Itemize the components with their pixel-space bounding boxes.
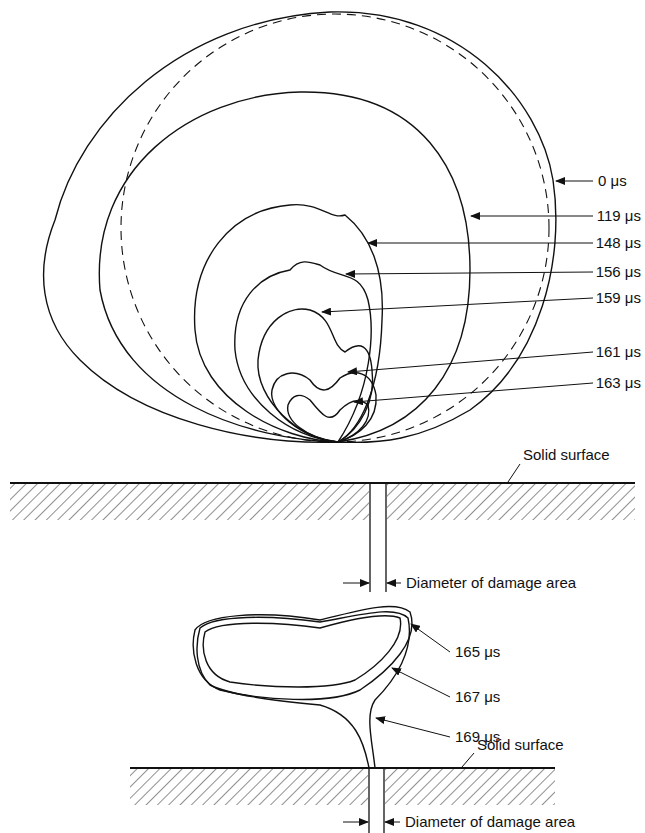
time-label: 156 μs xyxy=(596,263,641,281)
time-label: 159 μs xyxy=(596,289,641,307)
time-label: 163 μs xyxy=(596,374,641,392)
time-label: 167 μs xyxy=(455,688,500,706)
time-label: 148 μs xyxy=(596,234,641,252)
time-label: 0 μs xyxy=(598,172,627,190)
surface-label: Solid surface xyxy=(523,446,610,464)
time-label: 165 μs xyxy=(455,643,500,661)
damage-label: Diameter of damage area xyxy=(406,574,576,592)
time-label: 119 μs xyxy=(597,207,641,225)
time-label: 161 μs xyxy=(596,343,641,361)
damage-label: Diameter of damage area xyxy=(405,813,575,831)
surface-label: Solid surface xyxy=(477,736,564,754)
